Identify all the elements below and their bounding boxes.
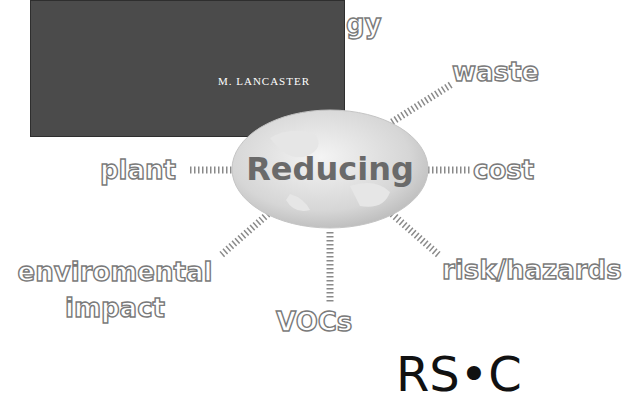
goal-word: risk/hazards (442, 254, 622, 286)
center-word: Reducing (246, 150, 414, 188)
author-name: M. LANCASTER (218, 75, 310, 87)
publisher-logo: RS•C (396, 346, 522, 402)
goal-word: plant (100, 154, 176, 186)
goal-word: cost (473, 154, 534, 186)
goal-word: waste (452, 56, 539, 88)
goal-word: gy (346, 8, 382, 40)
goal-word: enviromental impact (2, 254, 228, 326)
reducing-globe: Reducing (230, 108, 430, 230)
goal-word: VOCs (276, 306, 352, 338)
